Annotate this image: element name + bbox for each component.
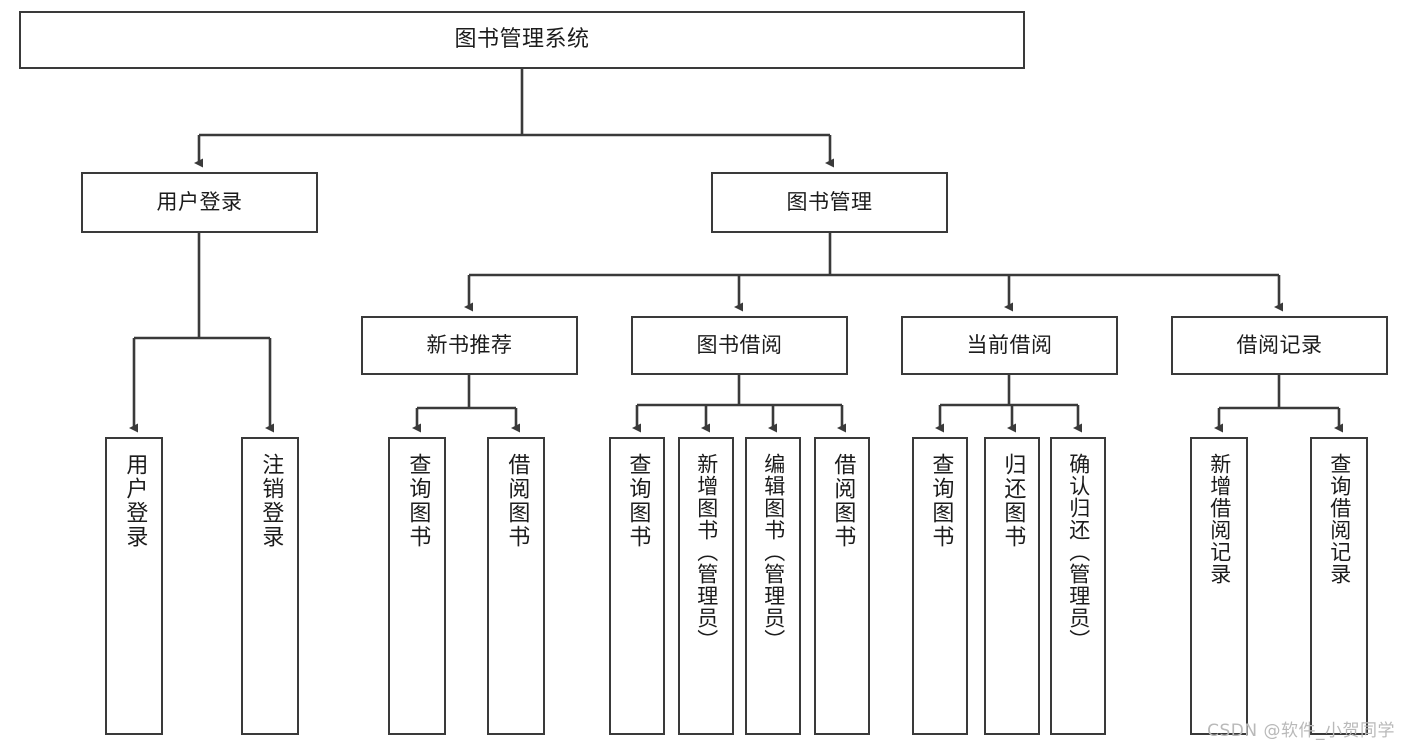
node-label: 图书借阅 — [696, 332, 783, 357]
node-label: 新增借阅记录 — [1207, 453, 1232, 585]
node-label: 用户登录 — [122, 453, 148, 549]
leaf-query-book-current[interactable]: 查询图书 — [912, 437, 968, 735]
node-label: 借阅记录 — [1236, 332, 1323, 357]
node-label: 新增图书（管理员） — [694, 453, 719, 651]
node-book-management[interactable]: 图书管理 — [711, 172, 948, 233]
node-label: 图书管理系统 — [454, 26, 590, 52]
leaf-borrow-book[interactable]: 借阅图书 — [814, 437, 870, 735]
node-new-book-recommend[interactable]: 新书推荐 — [361, 316, 578, 375]
node-label: 图书管理 — [786, 189, 873, 214]
node-label: 新书推荐 — [426, 332, 513, 357]
node-label: 查询图书 — [625, 453, 651, 549]
node-label: 归还图书 — [1000, 453, 1026, 549]
node-label: 用户登录 — [156, 189, 243, 214]
node-label: 确认归还（管理员） — [1066, 453, 1091, 651]
node-book-borrow[interactable]: 图书借阅 — [631, 316, 848, 375]
node-label: 查询图书 — [405, 453, 431, 549]
leaf-add-book-admin[interactable]: 新增图书（管理员） — [678, 437, 734, 735]
leaf-borrow-book-newbook[interactable]: 借阅图书 — [487, 437, 545, 735]
node-borrow-record[interactable]: 借阅记录 — [1171, 316, 1388, 375]
node-label: 借阅图书 — [830, 453, 856, 549]
leaf-query-book-newbook[interactable]: 查询图书 — [388, 437, 446, 735]
node-label: 编辑图书（管理员） — [761, 453, 786, 651]
leaf-confirm-return-admin[interactable]: 确认归还（管理员） — [1050, 437, 1106, 735]
leaf-query-book-borrow[interactable]: 查询图书 — [609, 437, 665, 735]
leaf-query-borrow-record[interactable]: 查询借阅记录 — [1310, 437, 1368, 735]
node-user-login[interactable]: 用户登录 — [81, 172, 318, 233]
leaf-add-borrow-record[interactable]: 新增借阅记录 — [1190, 437, 1248, 735]
node-label: 查询图书 — [928, 453, 954, 549]
leaf-edit-book-admin[interactable]: 编辑图书（管理员） — [745, 437, 801, 735]
node-label: 注销登录 — [258, 453, 284, 549]
node-current-borrow[interactable]: 当前借阅 — [901, 316, 1118, 375]
node-label: 查询借阅记录 — [1327, 453, 1352, 585]
node-label: 借阅图书 — [504, 453, 530, 549]
leaf-logout-login[interactable]: 注销登录 — [241, 437, 299, 735]
leaf-return-book[interactable]: 归还图书 — [984, 437, 1040, 735]
node-label: 当前借阅 — [966, 332, 1053, 357]
csdn-watermark: CSDN @软件_小贺同学 — [1207, 721, 1395, 741]
node-root-book-management-system[interactable]: 图书管理系统 — [19, 11, 1025, 69]
leaf-user-login[interactable]: 用户登录 — [105, 437, 163, 735]
